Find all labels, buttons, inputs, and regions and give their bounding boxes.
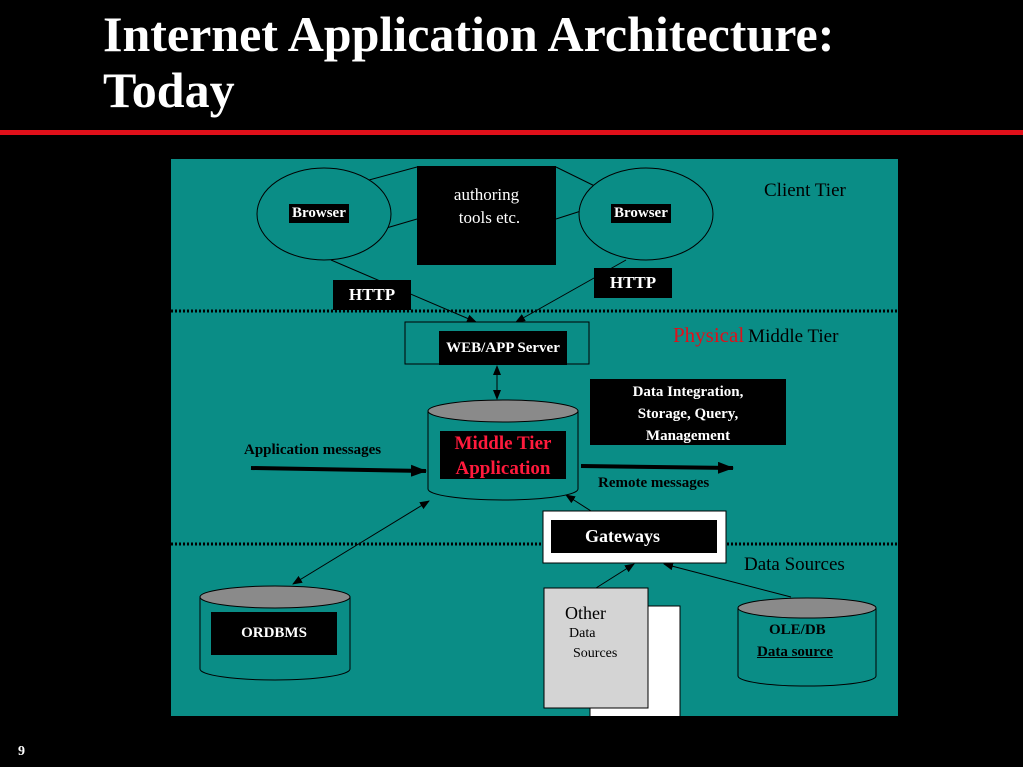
gateways-label: Gateways: [585, 526, 660, 546]
title-line-1: Internet Application Architecture:: [103, 6, 835, 62]
middle-tier-word: Middle Tier: [748, 326, 839, 347]
client-tier-label: Client Tier: [764, 180, 846, 201]
physical-word: Physical: [673, 323, 745, 347]
http-left-box: HTTP: [333, 280, 411, 310]
remote-messages-label: Remote messages: [598, 475, 710, 491]
authoring-tools-box: [417, 166, 556, 265]
data-integration-line-3: Management: [645, 428, 731, 444]
authoring-line-2: tools etc.: [458, 208, 521, 227]
authoring-tools-label: authoring tools etc.: [417, 183, 556, 229]
authoring-line-1: authoring: [453, 185, 520, 204]
other-sources-front-page: [543, 587, 649, 709]
application-messages-label: Application messages: [244, 442, 382, 458]
other-line-3: Sources: [573, 646, 618, 661]
middle-tier-application-label: Middle Tier Application: [440, 431, 566, 479]
other-line-1: Other: [565, 603, 606, 623]
http-right-box: HTTP: [594, 268, 672, 298]
other-data-sources-label: Other Data Sources: [565, 603, 617, 664]
middle-tier-app-line-1: Middle Tier: [454, 433, 552, 454]
browser-right-label: Browser: [611, 204, 671, 223]
oledb-label-line-2: Data source: [757, 644, 833, 660]
physical-middle-tier-label: Physical Middle Tier: [673, 323, 838, 348]
ordbms-label-box: [211, 612, 337, 655]
title-line-2: Today: [103, 62, 235, 118]
data-integration-line-2: Storage, Query,: [637, 406, 739, 422]
ordbms-label: ORDBMS: [241, 625, 307, 641]
data-sources-tier-label: Data Sources: [744, 554, 845, 575]
data-integration-line-1: Data Integration,: [632, 384, 744, 400]
other-line-2: Data: [569, 626, 596, 641]
data-integration-label: Data Integration, Storage, Query, Manage…: [590, 381, 786, 447]
gateways-inner-box: [551, 520, 717, 553]
data-integration-box: [590, 379, 786, 445]
web-app-server-label: WEB/APP Server: [439, 331, 567, 365]
browser-left-label: Browser: [289, 204, 349, 223]
middle-tier-app-line-2: Application: [455, 458, 551, 479]
page-number: 9: [18, 744, 25, 759]
title-underline: [0, 130, 1023, 135]
architecture-diagram: Client Tier Physical Middle Tier Data So…: [171, 159, 898, 716]
slide-title: Internet Application Architecture: Today: [103, 6, 834, 118]
oledb-cylinder: [737, 608, 877, 687]
oledb-label-line-1: OLE/DB: [769, 622, 826, 638]
